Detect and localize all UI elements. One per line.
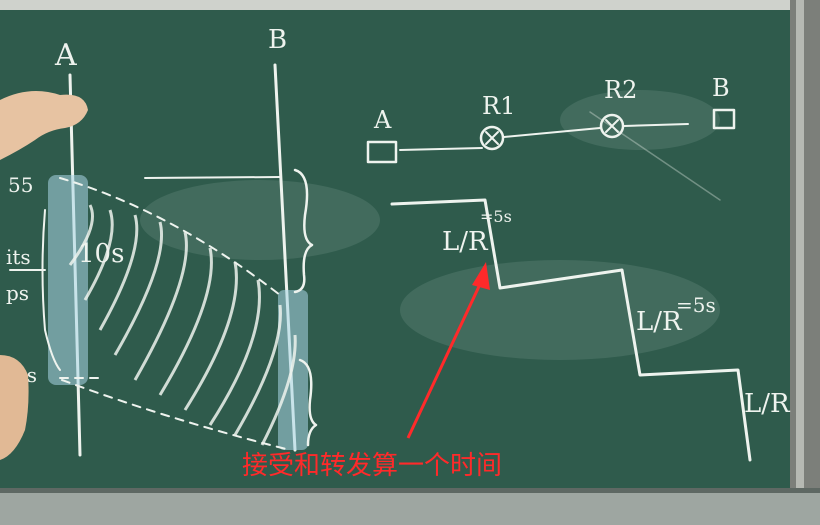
caption-text: 接受和转发算一个时间 — [242, 451, 502, 481]
router-r1-circle — [479, 125, 505, 151]
node-a-box — [366, 140, 398, 164]
left-label-its: its — [6, 245, 31, 269]
hatch-lines — [68, 204, 297, 446]
left-label-ps: ps — [6, 281, 29, 305]
chalk-tray-edge — [0, 488, 820, 493]
left-label-b: B — [268, 25, 287, 55]
annotation-arrow — [406, 262, 490, 439]
right-label-r2: R2 — [604, 76, 637, 104]
wall-top — [0, 0, 820, 12]
packet-bar-a — [48, 175, 88, 385]
node-b-box — [712, 108, 736, 130]
right-label-a: A — [373, 106, 392, 134]
step1-label: L/R — [442, 227, 489, 257]
left-label-10s: 10s — [78, 239, 124, 269]
step1-note: =5s — [480, 207, 512, 226]
step2-note: =5s — [676, 293, 716, 317]
step-timing-path — [390, 198, 752, 462]
step3-label: L/R — [744, 389, 791, 419]
left-timing-diagram: A B 55 its ps 10s 5s — [6, 25, 318, 457]
board-frame-right — [790, 0, 820, 525]
right-label-b: B — [712, 74, 730, 102]
chalk-tray — [0, 490, 820, 525]
hand-silhouettes — [0, 91, 88, 460]
board-frame-right-inner — [796, 0, 804, 525]
step2-label: L/R — [636, 307, 683, 337]
right-label-r1: R1 — [482, 92, 515, 120]
left-label-a: A — [54, 38, 77, 73]
left-label-55: 55 — [8, 173, 33, 197]
right-network-diagram: A R1 R2 B L/R =5s L/R =5s L/R — [366, 74, 791, 462]
